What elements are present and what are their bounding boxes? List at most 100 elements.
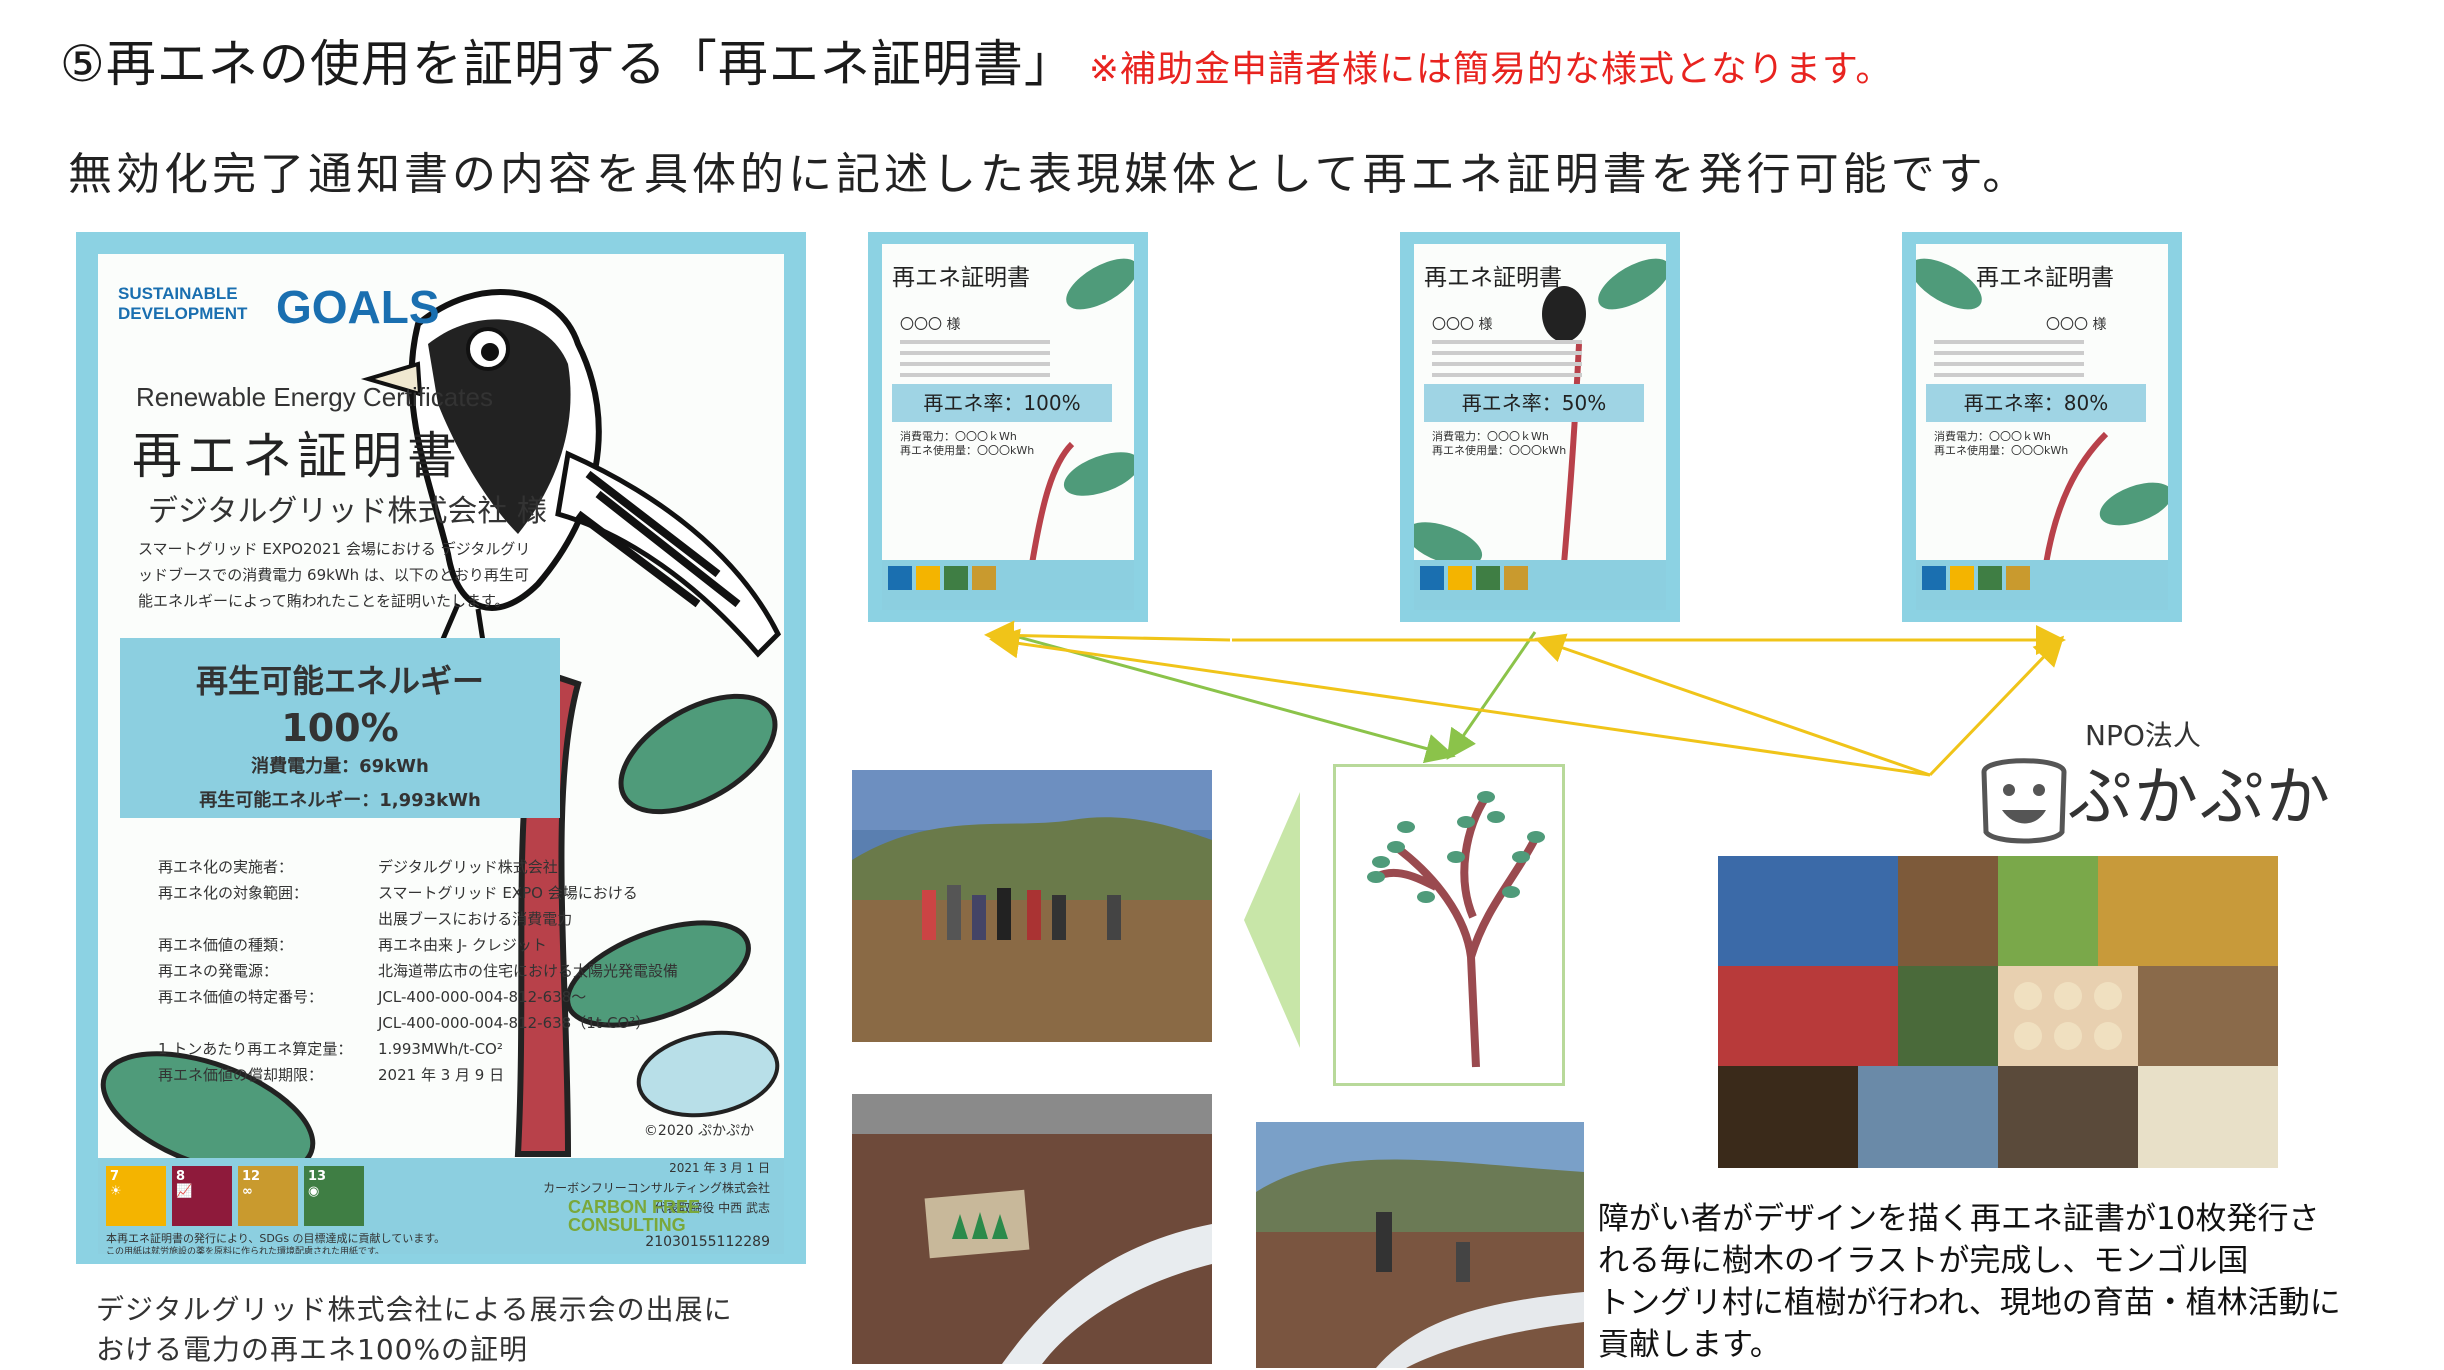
small-cert-recipient: 〇〇〇 様 <box>2046 317 2107 333</box>
paper-note: この用紙は就労施設の薬を原料に作られた環境配慮された用紙です。 <box>106 1247 385 1254</box>
caption-right-line4: 貢献します。 <box>1598 1327 1781 1363</box>
small-cert-rate: 再エネ率：100% <box>892 384 1112 422</box>
issue-block: 2021 年 3 月 1 日 カーボンフリーコンサルティング株式会社 代表取締役… <box>518 1158 770 1218</box>
small-cert-text-lines <box>1934 340 2084 384</box>
title-note: ※補助金申請者様には簡易的な様式となります。 <box>1088 49 1893 90</box>
small-cert-usage: 再エネ使用量：〇〇〇kWh <box>900 444 1035 457</box>
npo-name: ぷかぷか <box>2068 761 2332 835</box>
page-subtitle: 無効化完了通知書の内容を具体的に記述した表現媒体として再エネ証明書を発行可能です… <box>68 149 2031 200</box>
detail-value: 2021 年 3 月 9 日 <box>378 1066 505 1084</box>
certificate-details: 再エネ化の実施者： デジタルグリッド株式会社 再エネ化の対象範囲：スマートグリッド… <box>158 854 708 1088</box>
title-text: ⑤再エネの使用を証明する「再エネ証明書」 <box>60 35 1075 93</box>
energy-box: 再生可能エネルギー 100% 消費電力量：69kWh 再生可能エネルギー：1,9… <box>120 638 560 818</box>
leaf-illustration <box>1916 258 2168 565</box>
certificate-footer: 7☀ 8📈 12∞ 13◉ 本再エネ証明書の発行により、SDGs の目標達成に貢… <box>98 1158 784 1254</box>
detail-value: デジタルグリッド株式会社 <box>378 858 558 876</box>
small-cert-sub: 消費電力：〇〇〇ｋWh 再エネ使用量：〇〇〇kWh <box>1432 430 1566 458</box>
left-arrow-shape <box>1244 792 1300 1048</box>
sdg-goal-number: 12 <box>242 1169 261 1184</box>
caption-right-line1: 障がい者がデザインを描く再エネ証書が10枚発行さ <box>1598 1201 2320 1237</box>
children-field-photo <box>852 770 1212 1042</box>
sdg-logo-line2: DEVELOPMENT <box>118 304 248 323</box>
bird-leaf-illustration <box>1414 258 1666 566</box>
detail-row: 1 トンあたり再エネ算定量： 1.993MWh/t-CO² <box>158 1036 708 1062</box>
detail-value: JCL-400-000-004-812-638～ <box>378 988 587 1006</box>
renewable-amount: 再生可能エネルギー：1,993kWh <box>199 790 481 811</box>
small-certificate-body: 再エネ証明書 〇〇〇 様 再エネ率：100% 消費電力：〇〇〇ｋWh 再エネ使用… <box>882 244 1134 610</box>
bird-illustration <box>100 289 782 1158</box>
energy-percent: 100% <box>281 706 399 750</box>
caption-right-line2: れる毎に樹木のイラストが完成し、モンゴル国 <box>1598 1243 2249 1279</box>
caption-right: 障がい者がデザインを描く再エネ証書が10枚発行さ れる毎に樹木のイラストが完成し… <box>1598 1198 2341 1366</box>
detail-key: 再エネ価値の特定番号： <box>158 988 324 1006</box>
sdg-goal-number: 7 <box>110 1169 120 1184</box>
certificate-id: 21030155112289 <box>645 1234 770 1250</box>
small-cert-title: 再エネ証明書 <box>892 265 1030 291</box>
detail-value: 出展ブースにおける消費電力 <box>378 910 573 928</box>
issuer: カーボンフリーコンサルティング株式会社 <box>543 1181 770 1195</box>
copyright: ©2020 ぷかぷか <box>643 1123 754 1139</box>
small-cert-footer <box>1916 560 2168 610</box>
small-certificate-50: 再エネ証明書 〇〇〇 様 再エネ率：50% 消費電力：〇〇〇ｋWh 再エネ使用量… <box>1400 232 1680 622</box>
detail-row: JCL-400-000-004-812-638（1t-CO²） <box>158 1010 708 1036</box>
caption-right-line3: トングリ村に植樹が行われ、現地の育苗・植林活動に <box>1598 1285 2341 1321</box>
small-cert-rate: 再エネ率：50% <box>1424 384 1644 422</box>
detail-value: 再エネ由来 J- クレジット <box>378 936 547 954</box>
sdg-goal-number: 13 <box>308 1169 327 1184</box>
cfc-line1: CARBON FREE <box>568 1197 701 1217</box>
certificate-title-en: Renewable Energy Certificates <box>136 382 493 412</box>
small-cert-usage: 再エネ使用量：〇〇〇kWh <box>1934 444 2069 457</box>
small-cert-recipient: 〇〇〇 様 <box>900 317 961 333</box>
detail-row: 再エネ価値の特定番号： JCL-400-000-004-812-638～ <box>158 984 708 1010</box>
sdg-goal-7-icon: 7☀ <box>106 1166 166 1226</box>
tree-illustration <box>1367 791 1545 1068</box>
representative: 代表取締役 中西 武志 <box>654 1201 770 1215</box>
arrow-line <box>1928 635 2065 777</box>
sdg-logo-goals: GOALS <box>276 281 440 333</box>
small-cert-usage: 再エネ使用量：〇〇〇kWh <box>1432 444 1567 457</box>
detail-row: 再エネの発電源：北海道帯広市の住宅における太陽光発電設備 <box>158 958 708 984</box>
arrow-line <box>984 620 1231 651</box>
small-cert-sub: 消費電力：〇〇〇ｋWh 再エネ使用量：〇〇〇kWh <box>900 430 1034 458</box>
certificate-description: スマートグリッド EXPO2021 会場における デジタルグリッドブースでの消費… <box>138 540 531 610</box>
npo-label: NPO法人 <box>2085 719 2201 752</box>
sdg-logo: SUSTAINABLE DEVELOPMENT GOALS <box>118 284 440 330</box>
small-cert-consumption: 消費電力：〇〇〇ｋWh <box>1934 430 2051 443</box>
sdg-logo-line1: SUSTAINABLE <box>118 284 238 303</box>
small-certificate-80: 再エネ証明書 〇〇〇 様 再エネ率：80% 消費電力：〇〇〇ｋWh 再エネ使用量… <box>1902 232 2182 622</box>
small-cert-footer <box>882 560 1134 610</box>
detail-key: 再エネの発電源： <box>158 962 279 980</box>
small-cert-footer <box>1414 560 1666 610</box>
consumption-value: 消費電力量：69kWh <box>251 756 429 777</box>
detail-key: 再エネ価値の償却期限： <box>158 1066 324 1084</box>
small-cert-text-lines <box>1432 340 1582 384</box>
issue-date: 2021 年 3 月 1 日 <box>669 1161 770 1175</box>
detail-value: スマートグリッド EXPO 会場における <box>378 884 638 902</box>
detail-value: JCL-400-000-004-812-638（1t-CO²） <box>378 1014 651 1032</box>
arrow-line <box>1534 633 1931 777</box>
sdg-goal-12-icon: 12∞ <box>238 1166 298 1226</box>
detail-row: 再エネ化の対象範囲：スマートグリッド EXPO 会場における <box>158 880 708 906</box>
cfc-line2: CONSULTING <box>568 1215 686 1235</box>
detail-row: 再エネ化の実施者： デジタルグリッド株式会社 <box>158 854 708 880</box>
caption-left-line1: デジタルグリッド株式会社による展示会の出展に <box>96 1293 733 1326</box>
small-cert-consumption: 消費電力：〇〇〇ｋWh <box>1432 430 1549 443</box>
arrow-line <box>989 628 1931 777</box>
page-title: ⑤再エネの使用を証明する「再エネ証明書」 ※補助金申請者様には簡易的な様式となりま… <box>60 24 1892 96</box>
energy-label: 再生可能エネルギー <box>195 662 484 700</box>
detail-row: 再エネ価値の種類：再エネ由来 J- クレジット <box>158 932 708 958</box>
caption-left-line2: おける電力の再エネ100%の証明 <box>96 1333 529 1366</box>
caption-left: デジタルグリッド株式会社による展示会の出展に おける電力の再エネ100%の証明 <box>96 1290 733 1370</box>
planting-sign-photo <box>852 1094 1212 1364</box>
sdg-goal-13-icon: 13◉ <box>304 1166 364 1226</box>
detail-row: 再エネ価値の償却期限： 2021 年 3 月 9 日 <box>158 1062 708 1088</box>
small-cert-text-lines <box>900 340 1050 384</box>
detail-key: 1 トンあたり再エネ算定量： <box>158 1040 353 1058</box>
sdg-goal-number: 8 <box>176 1169 186 1184</box>
small-cert-recipient: 〇〇〇 様 <box>1432 317 1493 333</box>
detail-key: 再エネ化の実施者： <box>158 858 294 876</box>
tree-illustration-frame <box>1333 764 1565 1086</box>
detail-value: 1.993MWh/t-CO² <box>378 1040 503 1058</box>
small-certificate-body: 再エネ証明書 〇〇〇 様 再エネ率：80% 消費電力：〇〇〇ｋWh 再エネ使用量… <box>1916 244 2168 610</box>
